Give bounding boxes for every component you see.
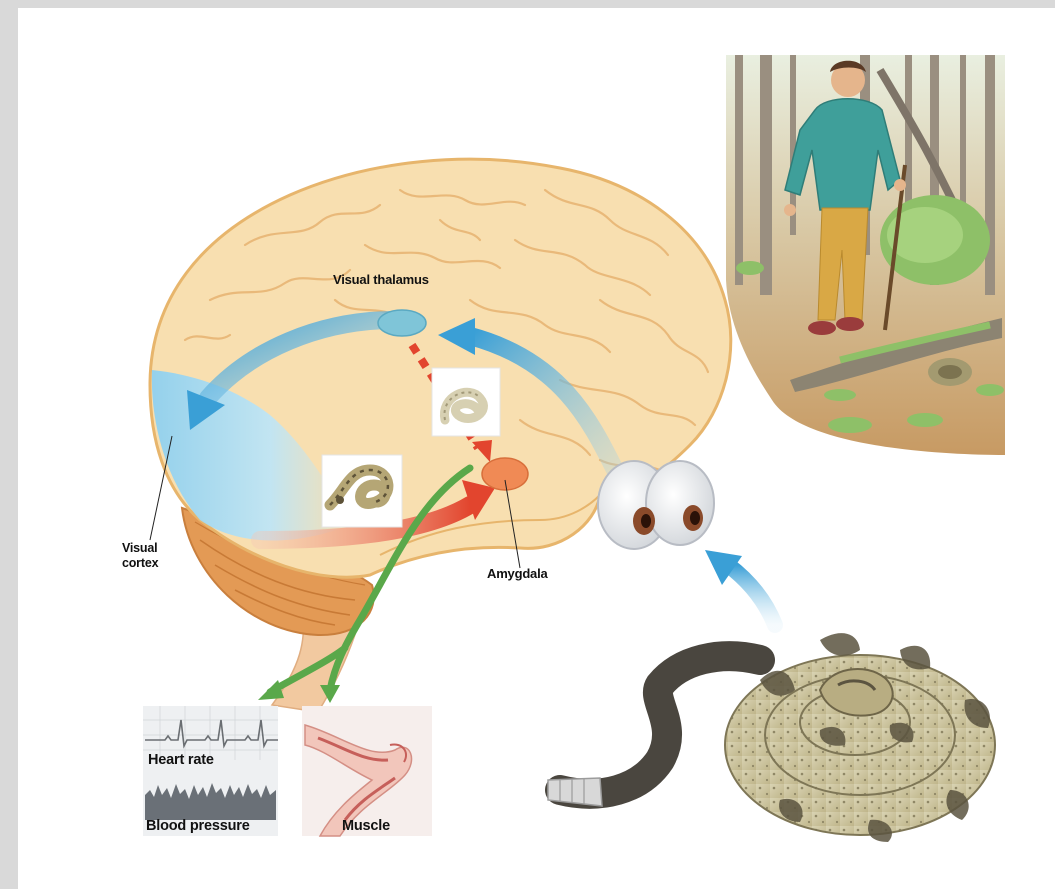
heart-rate-panel	[143, 706, 278, 836]
snake-image-thalamic	[432, 368, 500, 436]
visual-cortex-label: Visual cortex	[122, 541, 182, 571]
amygdala-label: Amygdala	[487, 566, 548, 581]
amygdala	[482, 458, 528, 490]
muscle-panel	[302, 706, 432, 836]
snake-to-eye-arrow	[705, 550, 775, 625]
eyes	[598, 461, 714, 549]
muscle-label: Muscle	[342, 818, 390, 834]
snake-image-cortical	[322, 455, 402, 527]
heart-rate-label: Heart rate	[148, 752, 214, 768]
rattlesnake-illustration	[548, 633, 995, 842]
visual-thalamus-label: Visual thalamus	[333, 272, 429, 287]
blood-pressure-label: Blood pressure	[146, 818, 250, 834]
visual-thalamus	[378, 310, 426, 336]
forest-scene-illustration	[726, 55, 1005, 455]
